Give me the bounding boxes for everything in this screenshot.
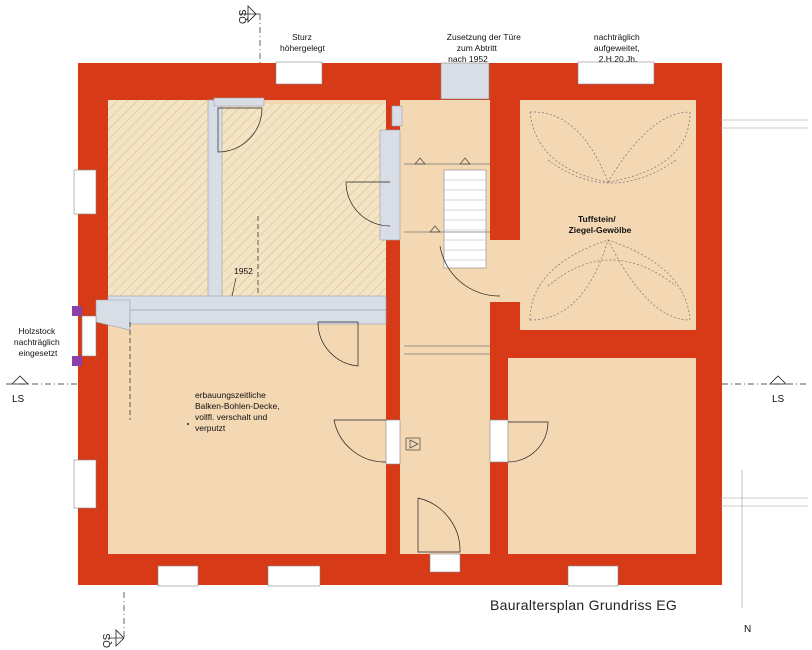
section-lines bbox=[6, 13, 808, 639]
stair bbox=[404, 157, 490, 451]
year-label-1952: 1952 bbox=[234, 266, 253, 276]
window-north-right bbox=[577, 61, 655, 85]
room-vaulted bbox=[520, 100, 696, 330]
windows bbox=[73, 61, 655, 587]
stair-hall bbox=[400, 100, 490, 554]
ls-marker-left-arrow bbox=[11, 375, 29, 385]
qs-marker-bottom-arrow bbox=[115, 629, 125, 647]
room-southwest bbox=[108, 322, 386, 554]
qs-marker-top-label: QS bbox=[238, 9, 249, 24]
window-south-3 bbox=[567, 565, 619, 587]
window-west-top bbox=[73, 169, 97, 215]
annotation-gewoelbe: Tuffstein/ Ziegel-Gewölbe bbox=[569, 214, 632, 235]
window-south-1 bbox=[157, 565, 199, 587]
passage-east bbox=[486, 240, 526, 302]
annotation-zusetzung: Zusetzung der Türe zum Abtritt nach 1952 bbox=[447, 32, 523, 64]
violet-frame-top bbox=[72, 306, 82, 316]
annotation-aufgeweitet: nachträglich aufgeweitet, 2.H.20.Jh. bbox=[594, 32, 642, 64]
qs-marker-top-arrow bbox=[247, 5, 257, 23]
window-north-left bbox=[275, 61, 323, 85]
year-leader bbox=[231, 277, 237, 297]
plan-title: Bauraltersplan Grundriss EG bbox=[490, 597, 677, 613]
window-west-bottom bbox=[73, 459, 97, 509]
west-door-frame bbox=[81, 315, 97, 357]
door-opening-north bbox=[440, 62, 490, 100]
door-opening-south bbox=[429, 553, 461, 573]
annotation-decke: erbauungszeitliche Balken-Bohlen-Decke, … bbox=[195, 390, 282, 433]
hatched-area-right bbox=[222, 104, 386, 300]
door-opening-east bbox=[489, 419, 509, 463]
room-southeast bbox=[508, 358, 696, 554]
ls-marker-left-label: LS bbox=[12, 394, 25, 405]
ls-marker-right-arrow bbox=[769, 375, 787, 385]
vault-lines bbox=[529, 111, 691, 321]
hatched-area-left bbox=[108, 100, 214, 300]
door-swings bbox=[217, 107, 549, 553]
annotation-sturz: Sturz höhergelegt bbox=[280, 32, 326, 53]
violet-frame-bottom bbox=[72, 356, 82, 366]
dot-marker bbox=[187, 423, 189, 425]
north-label: N bbox=[744, 624, 751, 635]
later-partitions bbox=[95, 97, 403, 331]
ls-marker-right-label: LS bbox=[772, 394, 785, 405]
qs-marker-bottom-label: QS bbox=[102, 633, 113, 648]
door-opening-mid bbox=[385, 419, 401, 465]
window-south-2 bbox=[267, 565, 321, 587]
annotation-holzstock: Holzstock nachträglich eingesetzt bbox=[14, 326, 62, 358]
